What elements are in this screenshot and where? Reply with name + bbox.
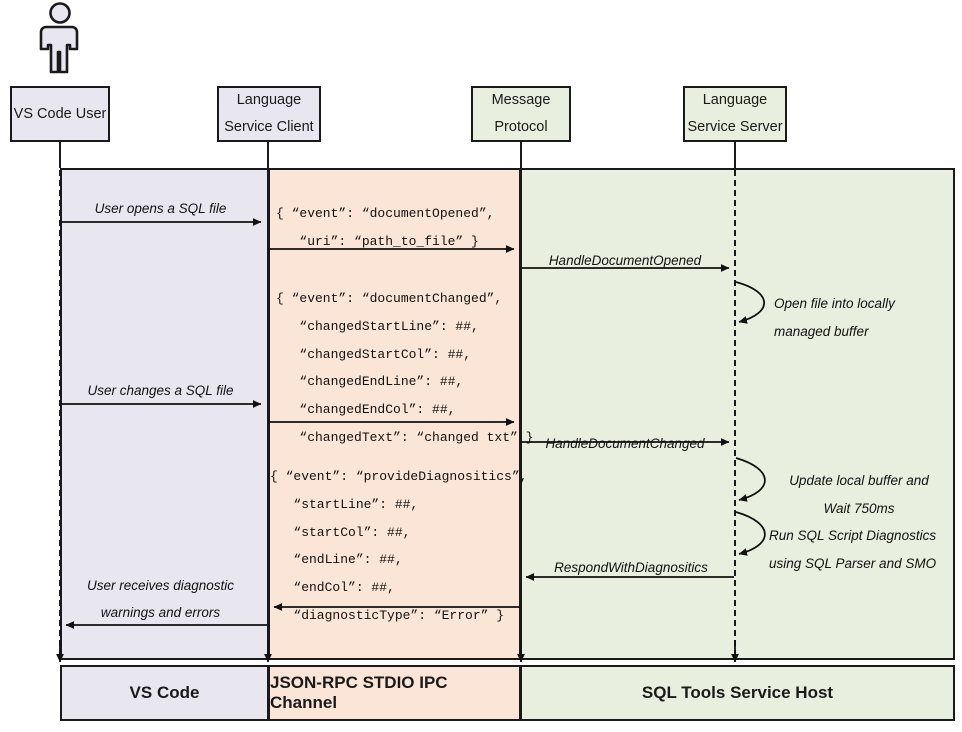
lifeline-client bbox=[267, 170, 269, 656]
payload-provide-diagnostics: { “event”: “provideDiagnositics”, “start… bbox=[270, 469, 528, 624]
participant-label-line1: Message bbox=[491, 92, 551, 109]
lifeline-server bbox=[734, 170, 736, 656]
lifeline-stub-proto bbox=[520, 142, 522, 168]
message-user-changes: User changes a SQL file bbox=[87, 383, 234, 398]
band-vscode bbox=[60, 168, 269, 660]
lifeline-proto bbox=[520, 170, 522, 656]
participant-language-service-client[interactable]: Language Service Client bbox=[217, 86, 321, 142]
participant-label-line1: Language bbox=[702, 92, 768, 109]
band-ipc bbox=[268, 168, 521, 660]
participant-label-line2: Service Server bbox=[687, 119, 783, 135]
footer-vs-code: VS Code bbox=[60, 665, 269, 721]
note-run-diagnostics-line2: using SQL Parser and SMO bbox=[769, 556, 937, 572]
note-update-buffer-line2: Wait 750ms bbox=[823, 501, 895, 517]
note-open-file: Open file into locally managed buffer bbox=[774, 290, 895, 347]
participant-label-line2: Protocol bbox=[494, 119, 548, 135]
participant-vs-code-user[interactable]: VS Code User bbox=[10, 86, 110, 142]
lifeline-stub-client bbox=[267, 142, 269, 168]
note-run-diagnostics: Run SQL Script Diagnostics using SQL Par… bbox=[769, 522, 936, 579]
message-handle-document-changed: HandleDocumentChanged bbox=[545, 436, 705, 451]
message-user-receives-line1: User receives diagnostic bbox=[86, 578, 235, 593]
lifeline-stub-server bbox=[734, 142, 736, 168]
note-update-buffer-line1: Update local buffer and bbox=[789, 473, 929, 488]
note-run-diagnostics-line1: Run SQL Script Diagnostics bbox=[769, 528, 937, 543]
footer-ipc-channel: JSON-RPC STDIO IPC Channel bbox=[268, 665, 521, 721]
participant-message-protocol[interactable]: Message Protocol bbox=[471, 86, 571, 142]
participant-label-line1: Language bbox=[236, 92, 302, 109]
payload-document-opened: { “event”: “documentOpened”, “uri”: “pat… bbox=[276, 206, 495, 249]
note-open-file-line1: Open file into locally bbox=[774, 296, 895, 311]
message-handle-document-opened: HandleDocumentOpened bbox=[548, 253, 702, 268]
footer-sql-tools-service-host: SQL Tools Service Host bbox=[520, 665, 955, 721]
message-user-receives: User receives diagnostic warnings and er… bbox=[60, 572, 261, 626]
participant-label-line2: Service Client bbox=[224, 119, 314, 135]
band-host bbox=[520, 168, 955, 660]
note-open-file-line2: managed buffer bbox=[774, 324, 869, 340]
participant-language-service-server[interactable]: Language Service Server bbox=[683, 86, 787, 142]
actor-figure bbox=[39, 2, 79, 74]
message-user-receives-line2: warnings and errors bbox=[100, 605, 221, 620]
message-user-opens: User opens a SQL file bbox=[94, 201, 227, 216]
lifeline-stub-user bbox=[59, 142, 61, 168]
participant-label-line1: VS Code User bbox=[13, 105, 107, 122]
lifeline-user bbox=[59, 170, 61, 656]
note-update-buffer: Update local buffer and Wait 750ms bbox=[774, 467, 944, 524]
message-respond-with-diagnostics: RespondWithDiagnositics bbox=[554, 560, 708, 575]
payload-document-changed: { “event”: “documentChanged”, “changedSt… bbox=[276, 291, 534, 446]
